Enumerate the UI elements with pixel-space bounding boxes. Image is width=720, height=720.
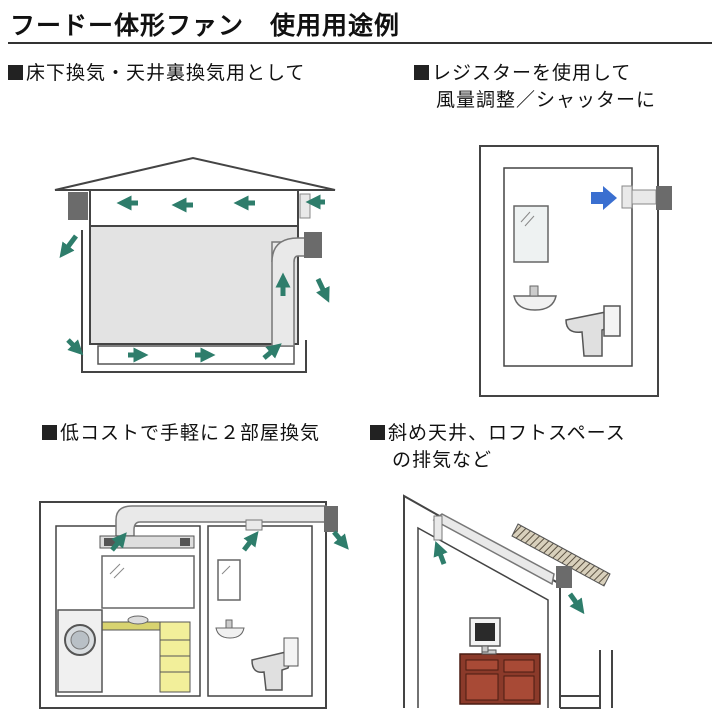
caption-example-1: 床下換気・天井裏換気用として: [8, 60, 305, 87]
living-room: [89, 225, 299, 345]
house-roof: [54, 156, 336, 191]
caption-example-2: レジスターを使用して 風量調整／シャッターに: [414, 60, 656, 114]
mirror: [101, 555, 195, 609]
scene-register-shutter: [479, 145, 672, 397]
bullet-square-icon: [414, 65, 429, 80]
bullet-square-icon: [42, 425, 57, 440]
register-grille: [621, 185, 633, 209]
register-airflow-arrow: [591, 186, 617, 210]
vanity-cabinet: [159, 621, 191, 693]
bullet-square-icon: [8, 65, 23, 80]
caption-example-3: 低コストで手軽に２部屋換気: [42, 420, 320, 447]
title-divider: [8, 42, 712, 44]
page-title: フードー体形ファン 使用用途例: [10, 11, 401, 40]
wash-basin: [513, 295, 557, 311]
scene-sloped-ceiling: [403, 494, 613, 709]
caption-example-4: 斜め天井、ロフトスペース の排気など: [370, 420, 626, 474]
underfloor-space: [81, 230, 307, 373]
airflow-arrows-scene-4: [433, 540, 585, 615]
hand-basin: [215, 627, 245, 639]
loft-fan: [556, 566, 572, 588]
register-fan: [656, 186, 672, 210]
underfloor-fan: [304, 232, 322, 258]
toilet-mirror: [217, 559, 241, 601]
roof-section: [511, 523, 611, 587]
mirror: [513, 205, 549, 263]
scene-underfloor-attic: [54, 156, 336, 373]
scene-two-room: [39, 501, 349, 709]
airflow-arrows-scene-3: [110, 530, 349, 552]
attic-fan-left: [68, 192, 88, 220]
airflow-arrows-scene-1: [59, 194, 330, 363]
bullet-square-icon: [370, 425, 385, 440]
duct-fan: [324, 506, 338, 532]
